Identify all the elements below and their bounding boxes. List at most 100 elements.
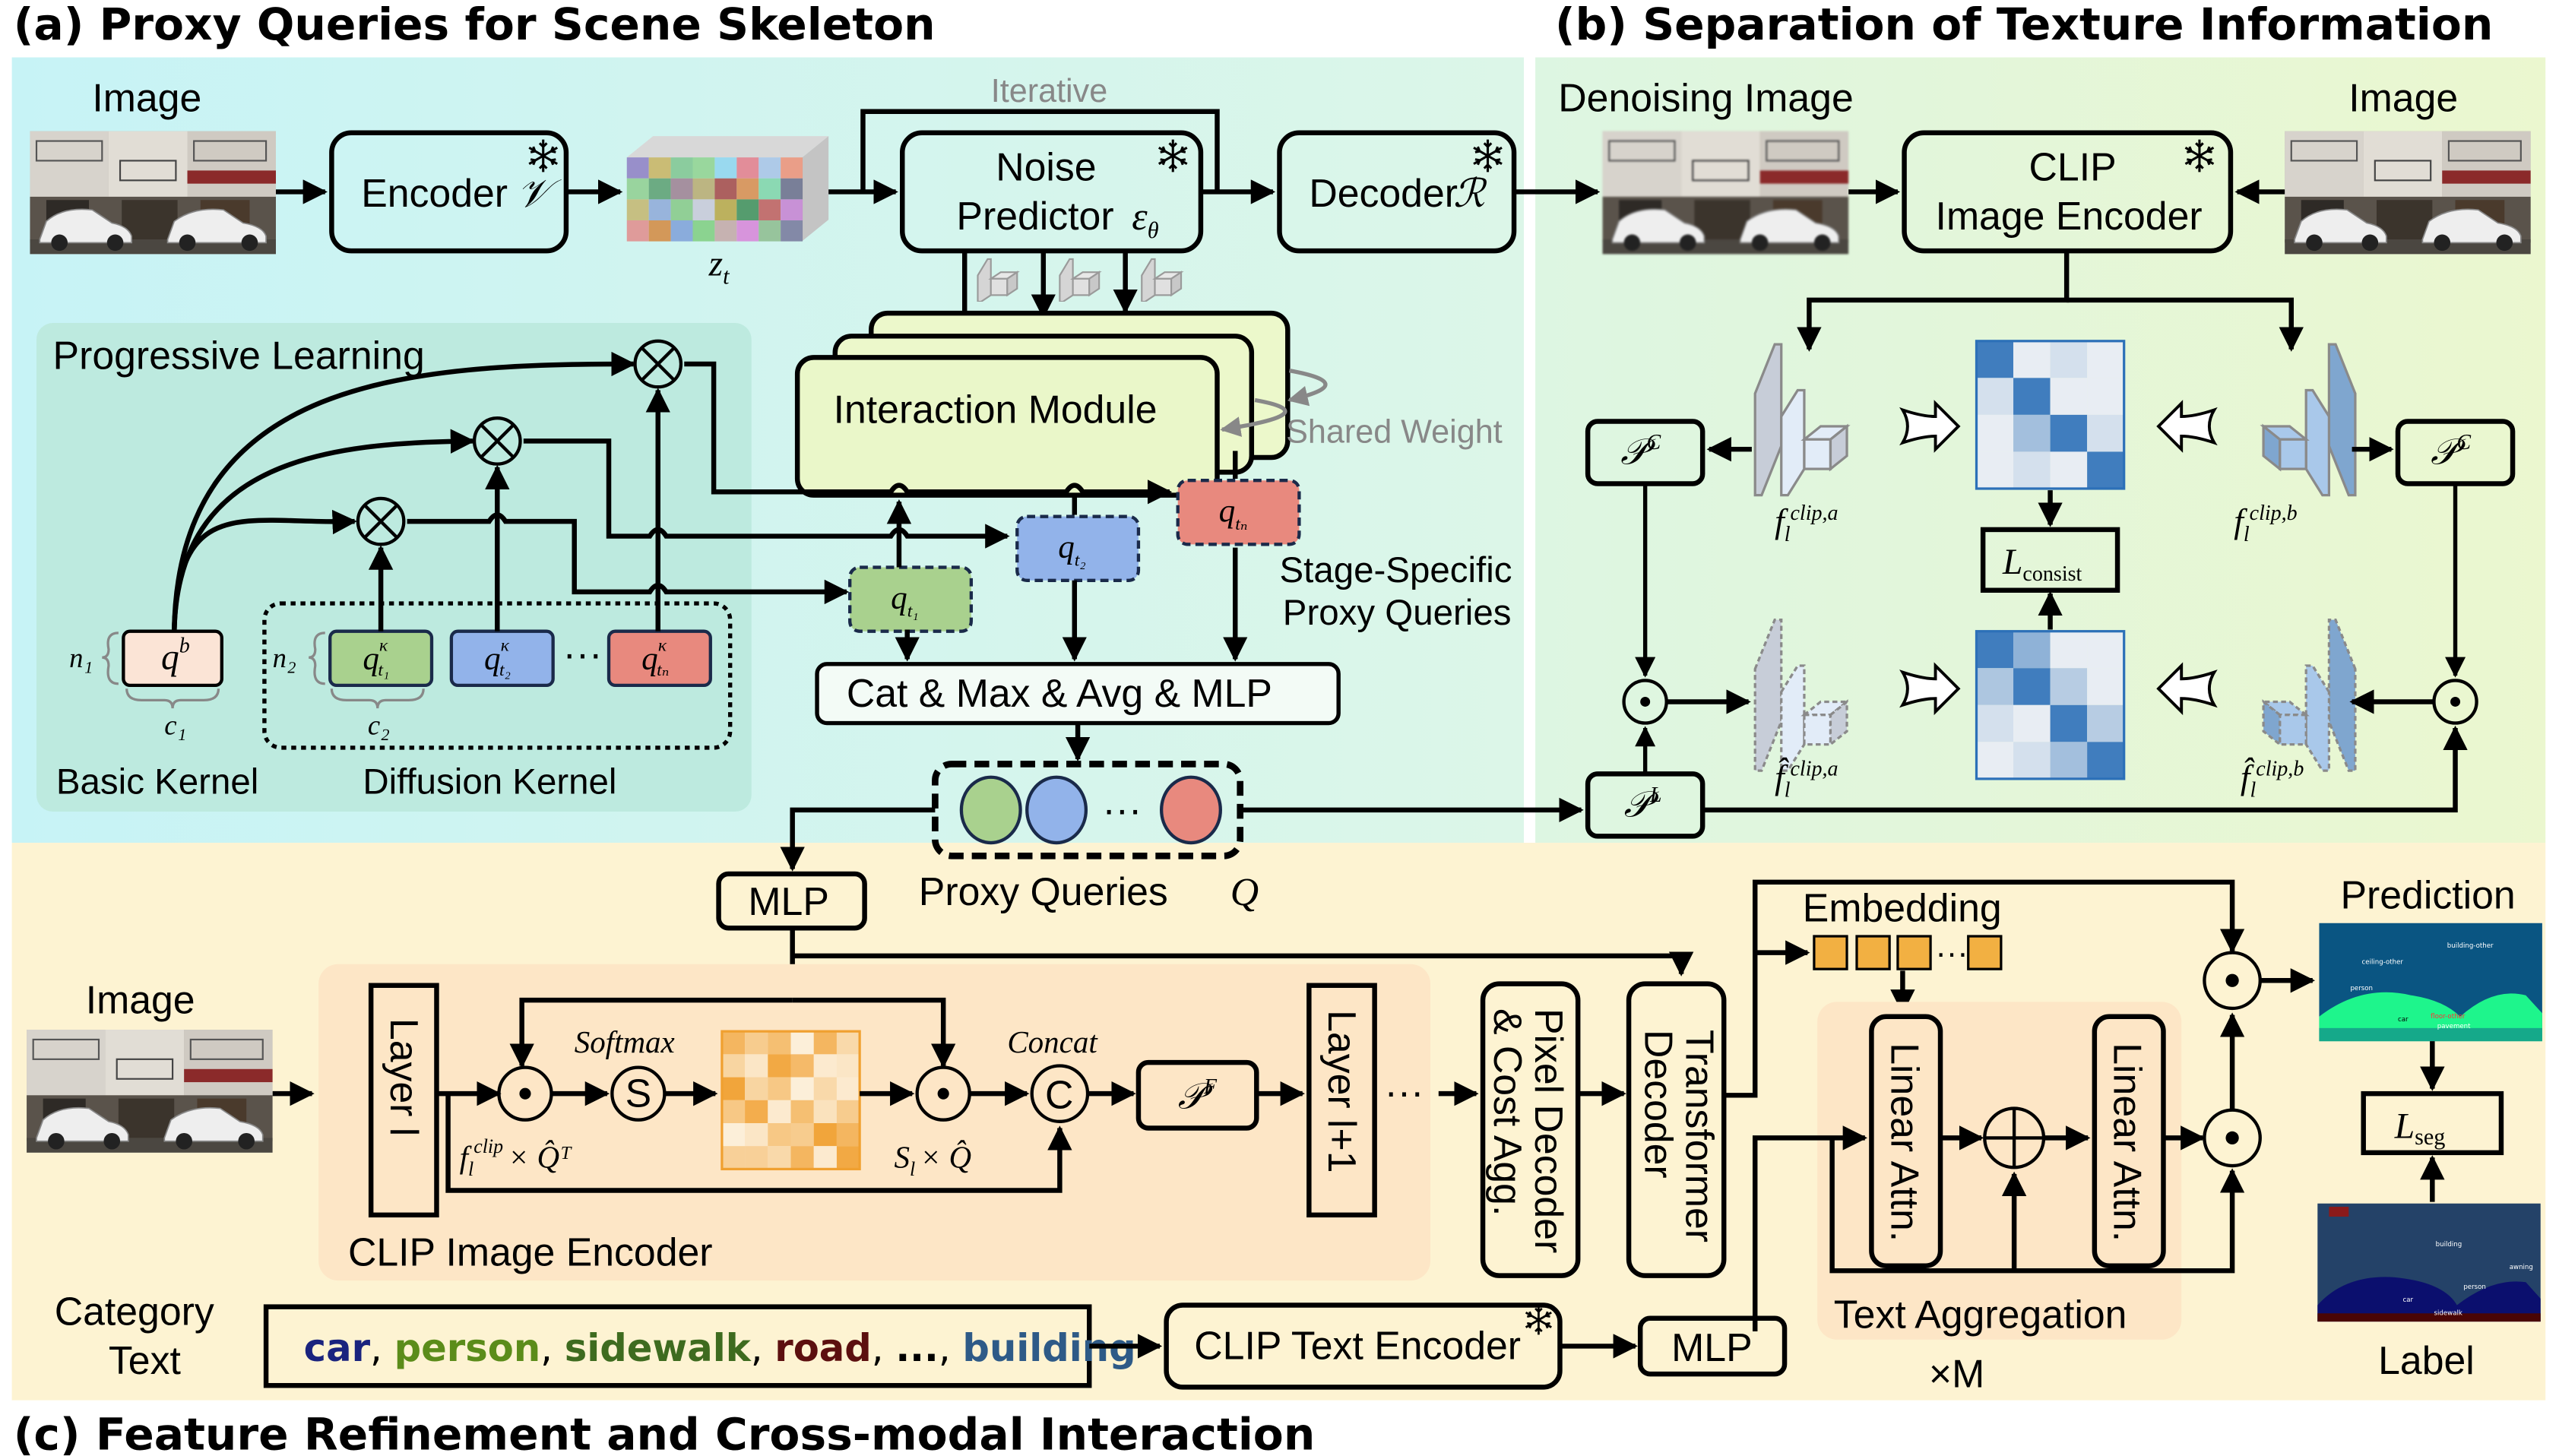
- transformer-decoder-block[interactable]: Transformer Decoder: [1626, 981, 1727, 1278]
- matrix-cell: [1976, 742, 2014, 779]
- layer-l1-label: Layer l+1: [1320, 1010, 1364, 1173]
- panel-c-title: (c) Feature Refinement and Cross-modal I…: [14, 1408, 1316, 1456]
- matrix-cell: [2087, 631, 2124, 669]
- panel-a-title: (a) Proxy Queries for Scene Skeleton: [14, 0, 936, 50]
- latent-cell: [648, 220, 671, 242]
- proxy-queries-label: Proxy Queries: [919, 869, 1168, 913]
- brace: [330, 688, 425, 709]
- clip-text-encoder-block[interactable]: CLIP Text Encoder: [1164, 1302, 1563, 1390]
- category-text-input[interactable]: car, person, sidewalk, road, ..., buildi…: [263, 1304, 1136, 1388]
- stage-specific-query[interactable]: qt₂: [1015, 514, 1141, 582]
- noise-predictor-block[interactable]: Noise Predictor εθ: [900, 130, 1204, 254]
- layer-l-label: Layer l: [382, 1018, 426, 1136]
- heatmap-cell: [745, 1100, 768, 1123]
- basic-kernel-symbol: qb: [161, 635, 190, 678]
- softmax-label: Softmax: [575, 1024, 675, 1059]
- clip-image-encoder-panel: [318, 964, 1431, 1281]
- heatmap-cell: [813, 1122, 837, 1147]
- heatmap-cell: [836, 1100, 860, 1123]
- heatmap-cell: [836, 1031, 860, 1055]
- linear-attn-block-1[interactable]: Linear Attn.: [1869, 1014, 1943, 1268]
- latent-cell: [692, 157, 715, 179]
- latent-cell: [714, 157, 737, 179]
- hollow-arrow-icon: [2156, 662, 2218, 716]
- multiply-node: [633, 339, 683, 389]
- feature-stack-b-hat: [2260, 618, 2357, 772]
- matrix-cell: [2050, 668, 2088, 705]
- multiply-node: [472, 416, 522, 466]
- heatmap-cell: [721, 1054, 746, 1078]
- matrix-cell: [2013, 414, 2051, 452]
- category-label-line2: Text: [109, 1338, 181, 1382]
- heatmap-cell: [745, 1031, 768, 1055]
- matrix-cell: [2050, 378, 2088, 415]
- arrow-to-output: [1724, 879, 2245, 1098]
- linear-attn-block-2[interactable]: Linear Attn.: [2092, 1014, 2166, 1268]
- stage-query-symbol: qt₂: [1058, 530, 1085, 571]
- heatmap-cell: [768, 1146, 791, 1170]
- interaction-module-stack[interactable]: Interaction Module: [794, 310, 1291, 498]
- latent-cell: [692, 178, 715, 200]
- heatmap-cell: [790, 1122, 814, 1147]
- decoder-block[interactable]: Decoder ℛ: [1277, 130, 1517, 254]
- prediction-tag: person: [2350, 985, 2373, 992]
- route-line: [407, 512, 850, 605]
- pixel-decoder-line1: Pixel Decoder: [1527, 1008, 1571, 1253]
- matrix-cell: [2087, 668, 2124, 705]
- consistency-loss-label: Lconsist: [2002, 543, 2082, 586]
- mlp2-label: MLP: [1671, 1325, 1752, 1369]
- mlp-block-bottom[interactable]: MLP: [1637, 1315, 1788, 1377]
- label-map: building awning person car sidewalk: [2317, 1203, 2541, 1322]
- embedding-token: [1855, 935, 1891, 970]
- proxy-query-circle: [1025, 775, 1088, 845]
- clip-image-encoder-block[interactable]: CLIP Image Encoder: [1902, 130, 2234, 254]
- feature-stack-a-hat: [1753, 618, 1851, 772]
- softmax-symbol: S: [625, 1071, 652, 1115]
- hollow-arrow-icon: [1899, 662, 1961, 716]
- concat-symbol: C: [1045, 1073, 1073, 1117]
- category-list: car, person, sidewalk, road, ..., buildi…: [304, 1326, 1136, 1370]
- heatmap-cell: [745, 1146, 768, 1170]
- heatmap-cell: [790, 1054, 814, 1078]
- transformer-decoder-line1: Transformer: [1678, 1030, 1722, 1242]
- latent-cell: [648, 178, 671, 200]
- latent-label: zt: [708, 244, 730, 289]
- proxy-queries-group[interactable]: ···: [932, 761, 1244, 859]
- pixel-decoder-block[interactable]: Pixel Decoder & Cost Agg.: [1480, 981, 1581, 1278]
- latent-cube: zt: [626, 136, 829, 289]
- layer-l-block[interactable]: Layer l: [368, 983, 439, 1218]
- category-word: road: [774, 1326, 872, 1370]
- panel-b: Denoising Image CLIP Image Encoder Image…: [1558, 76, 2531, 839]
- heatmap-cell: [721, 1031, 746, 1055]
- arrow: [1829, 1138, 2245, 1274]
- heatmap-cell: [836, 1122, 860, 1147]
- latent-cell: [692, 199, 715, 220]
- category-word: sidewalk: [565, 1326, 752, 1370]
- softmax-node: S: [610, 1065, 667, 1122]
- consistency-loss-block[interactable]: Lconsist: [1980, 527, 2120, 593]
- layer-l1-block[interactable]: Layer l+1: [1306, 983, 1377, 1218]
- stage-specific-query[interactable]: qt₁: [848, 565, 974, 633]
- arrow-to-mlp: [780, 807, 936, 872]
- prediction-tag: floor-other: [2431, 1013, 2466, 1021]
- segmentation-loss-block[interactable]: Lseg: [2361, 1090, 2504, 1156]
- heatmap-cell: [836, 1077, 860, 1100]
- heatmap-cell: [745, 1122, 768, 1147]
- basic-kernel-query[interactable]: qb: [122, 629, 223, 688]
- n2-label: n₂: [273, 642, 296, 673]
- heatmap-cell: [721, 1122, 746, 1147]
- route-line: [523, 438, 1010, 549]
- matrix-cell: [2013, 704, 2051, 742]
- concat-label: Concat: [1007, 1024, 1098, 1059]
- stage-specific-query[interactable]: qtₙ: [1176, 479, 1301, 546]
- progressive-learning-panel: [36, 323, 752, 812]
- prediction-map: building-other ceiling-other person car …: [2319, 923, 2542, 1042]
- aggregate-block[interactable]: Cat & Max & Avg & MLP: [815, 662, 1341, 726]
- arrow: [509, 997, 793, 1068]
- stage-query-symbol: qtₙ: [1219, 493, 1248, 534]
